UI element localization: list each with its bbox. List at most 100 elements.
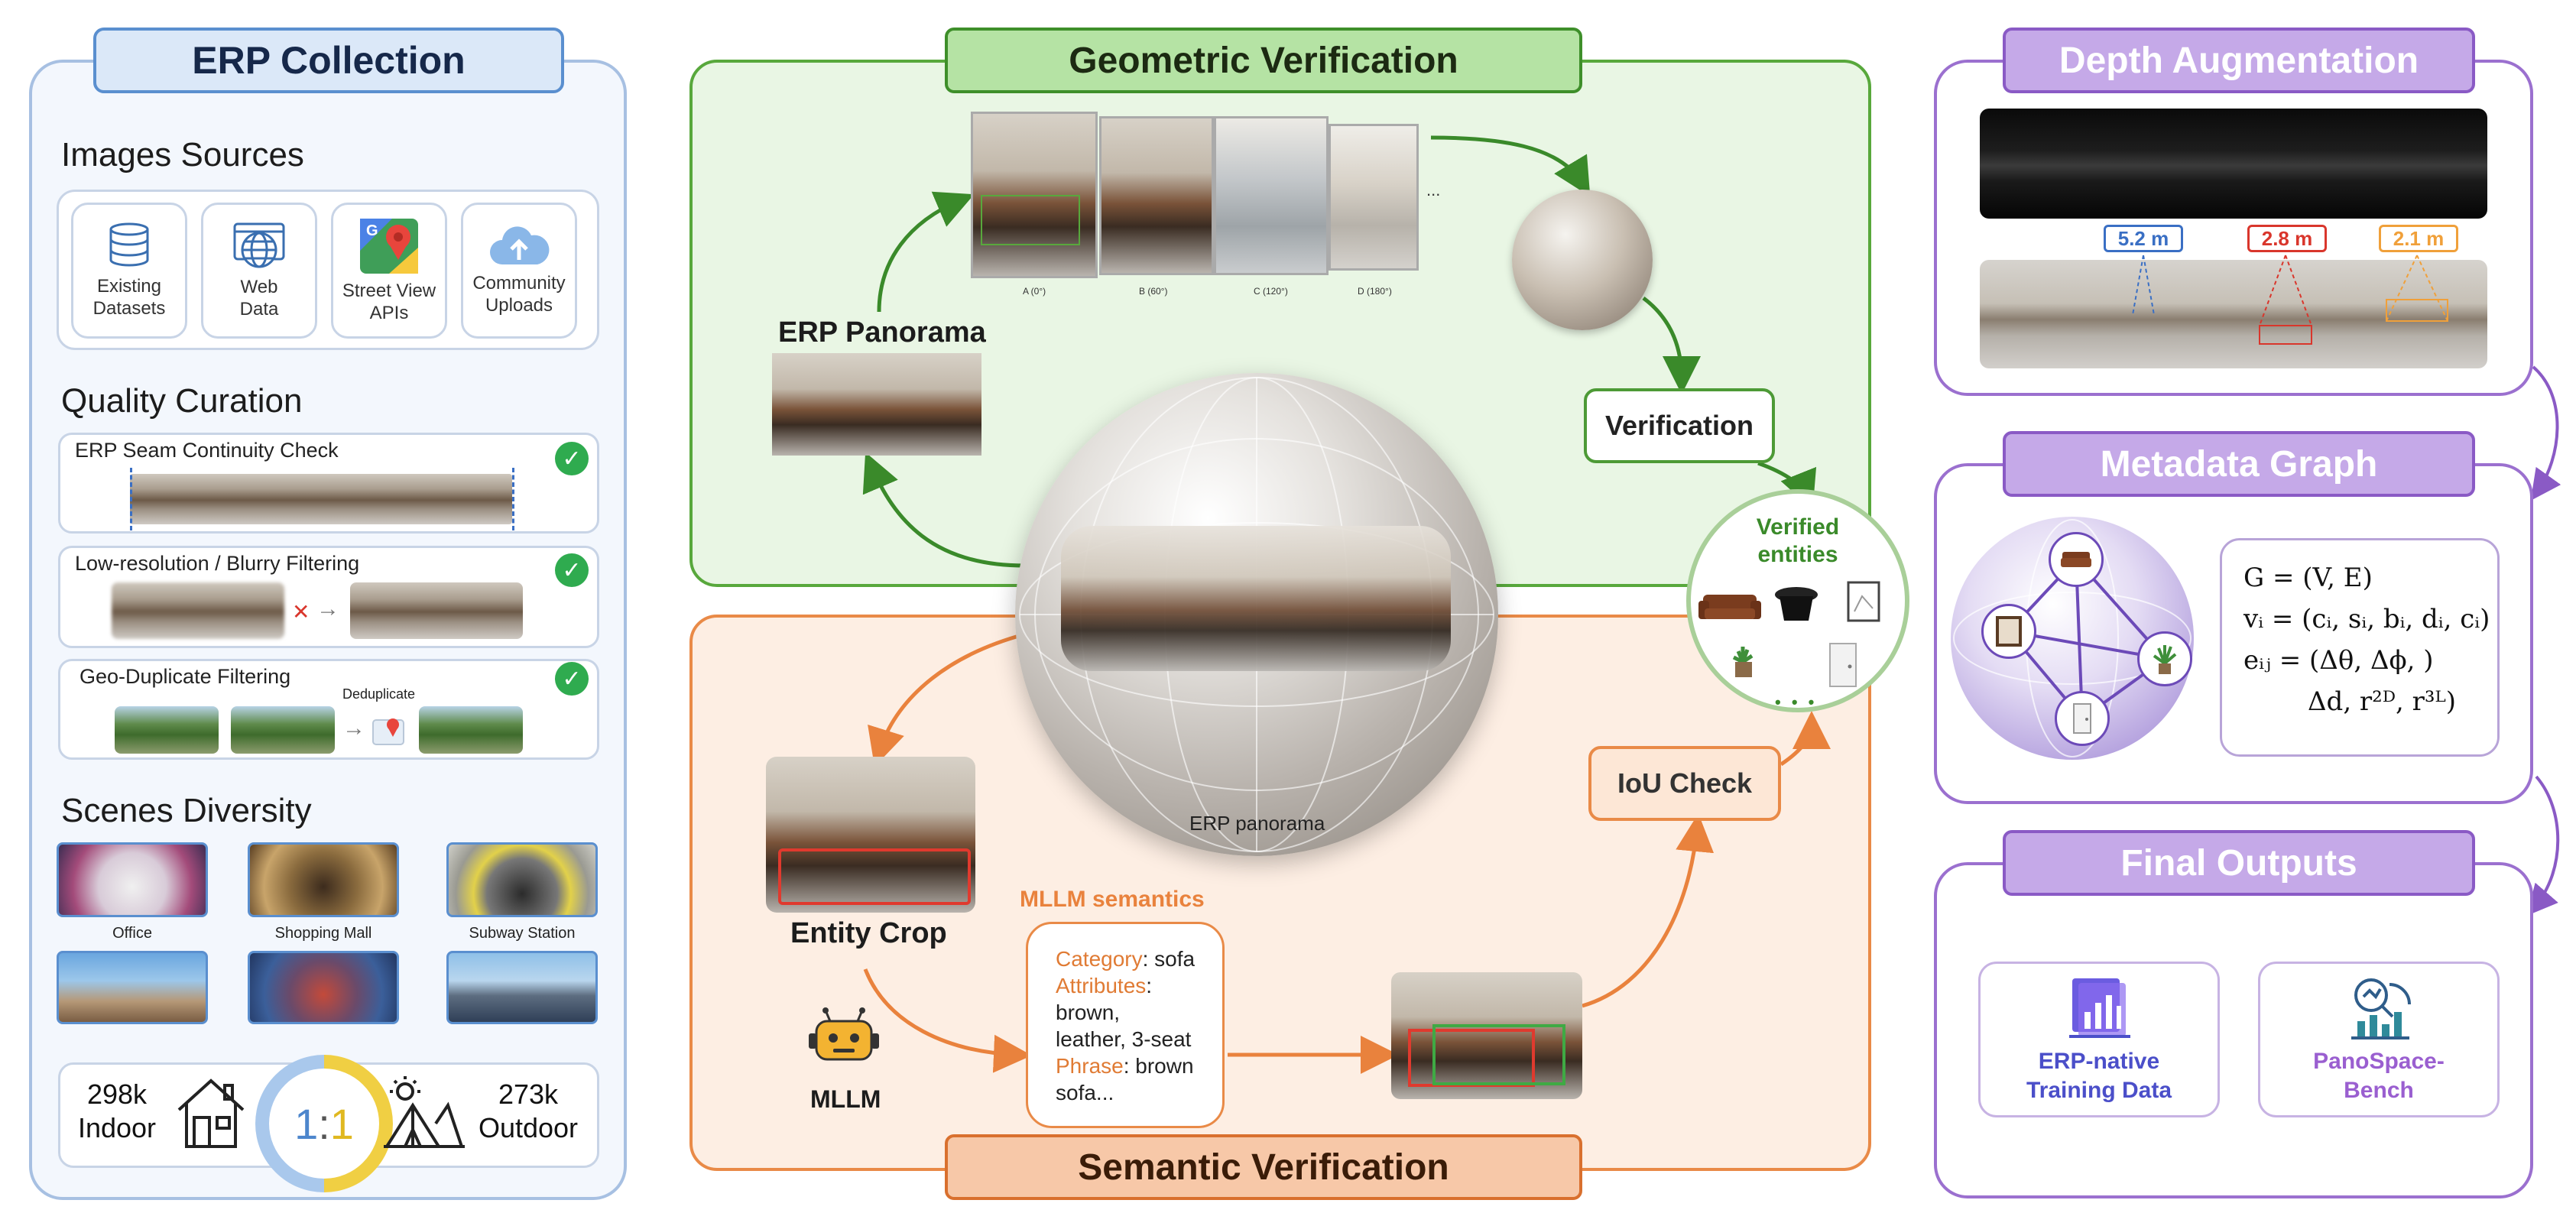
erp-panorama-label: ERP Panorama [778,316,986,349]
sphere-room-texture [1061,526,1451,671]
source-label: Community Uploads [472,273,566,316]
duplicate-thumbnail [115,706,219,754]
unique-thumbnail [419,706,523,754]
svg-text:G: G [366,222,378,239]
phrase-value: : brown sofa... [1056,1054,1194,1104]
formula-edge-continued: Δd, r²ᴰ, r³ᴸ) [2308,686,2456,717]
check-icon: ✓ [555,662,589,696]
scene-subway-thumbnail [446,842,598,917]
entity-icons [1698,581,1880,687]
iou-check-box: IoU Check [1588,746,1781,821]
scene-label: Office [112,925,152,942]
distance-leaders [2132,255,2448,345]
node-frame [1981,604,2036,659]
perspective-view-c [1214,116,1329,275]
source-community-uploads: Community Uploads [461,203,577,339]
ratio-right: 1 [329,1099,354,1148]
reject-icon: ✕ [292,600,310,624]
phrase-key: Phrase [1056,1054,1124,1078]
images-sources-heading: Images Sources [61,136,304,174]
source-street-view: G Street View APIs [331,203,447,339]
ratio-sep: : [318,1099,330,1148]
erp-panorama-sphere-label: ERP panorama [1189,812,1325,835]
view-label: A (0°) [1023,286,1046,297]
category-line: Category: sofa [1056,945,1222,972]
sofa-icon [2061,552,2091,567]
outdoor-tent-icon [384,1076,465,1148]
metadata-graph-title: Metadata Graph [2003,431,2475,497]
scene-street-thumbnail [248,951,399,1024]
outdoor-stat: 273k Outdoor [471,1078,586,1145]
arrow-right-icon: → [316,596,339,621]
depth-augmentation-title: Depth Augmentation [2003,28,2475,93]
training-data-icon [2069,978,2130,1038]
qc-label: ERP Seam Continuity Check [75,439,339,462]
mllm-semantics-box: Category: sofa Attributes: brown, leathe… [1026,922,1225,1128]
phrase-line: Phrase: brown sofa... [1056,1052,1222,1106]
verified-entities-title: Verified entities [1756,514,1840,567]
source-label: Web Data [239,277,279,319]
bbox-semantic [1408,1029,1535,1087]
database-icon [109,222,149,267]
source-web-data: Web Data [201,203,317,339]
scene-office-thumbnail [57,842,208,917]
view-label: C (120°) [1254,286,1288,297]
scene-label: Shopping Mall [274,925,372,942]
distance-tag-near: 2.1 m [2379,225,2458,252]
node-sofa [2049,532,2104,587]
check-icon: ✓ [555,553,589,587]
qc-label: Geo-Duplicate Filtering [79,665,291,688]
perspective-view-b [1099,116,1214,275]
more-views-ellipsis: ... [1426,180,1441,199]
graph-sphere [1951,517,2194,760]
node-plant [2137,631,2192,686]
view-label: D (180°) [1358,286,1392,297]
source-existing-datasets: Existing Datasets [71,203,187,339]
globe-icon [233,222,285,268]
blurry-thumbnail [112,582,284,639]
more-entities: • • • [1775,692,1818,712]
output-label: PanoSpace- Bench [2313,1049,2445,1103]
frame-icon [1996,616,2022,647]
duplicate-thumbnail [231,706,335,754]
ratio-ring: 1 : 1 [255,1055,393,1192]
indoor-count: 298k [86,1078,148,1110]
ratio-center: 1 : 1 [269,1069,379,1179]
check-icon: ✓ [555,442,589,475]
cloud-upload-icon [490,226,550,264]
outdoor-count: 273k [498,1078,559,1110]
view-box [981,195,1080,245]
erp-panorama-thumbnail [772,353,981,456]
semantic-verification-title: Semantic Verification [945,1134,1582,1200]
distance-tag-far: 5.2 m [2104,225,2183,252]
scene-mall-thumbnail [248,842,399,917]
scene-city-thumbnail [446,951,598,1024]
entity-bbox [778,848,971,905]
door-icon [1829,643,1857,687]
scene-label: Subway Station [469,925,576,942]
final-outputs-title: Final Outputs [2003,830,2475,896]
outdoor-label: Outdoor [478,1112,579,1143]
erp-collection-title: ERP Collection [93,28,564,93]
output-label: ERP-native Training Data [2026,1049,2172,1103]
indoor-label: Indoor [77,1112,157,1143]
map-icon: G [360,219,418,274]
seam-right-marker [512,468,514,530]
geometric-verification-title: Geometric Verification [945,28,1582,93]
sharp-thumbnail [350,582,523,639]
quality-curation-heading: Quality Curation [61,382,303,420]
formula-node: vᵢ = (cᵢ, sᵢ, bᵢ, dᵢ, cᵢ) [2243,604,2490,634]
house-icon [177,1078,245,1148]
formula-graph: G = (V, E) [2243,563,2373,593]
scenes-diversity-heading: Scenes Diversity [61,792,312,829]
iou-overlap-image [1391,972,1582,1099]
reprojection-sphere [1512,190,1653,330]
frame-icon [1847,581,1880,622]
door-icon [2073,703,2091,734]
mllm-label: MLLM [810,1085,881,1113]
perspective-view-d [1329,124,1419,271]
attributes-value: : brown, leather, 3-seat [1056,974,1192,1051]
distance-tag-mid: 2.8 m [2247,225,2327,252]
perspective-view-a [971,112,1098,278]
